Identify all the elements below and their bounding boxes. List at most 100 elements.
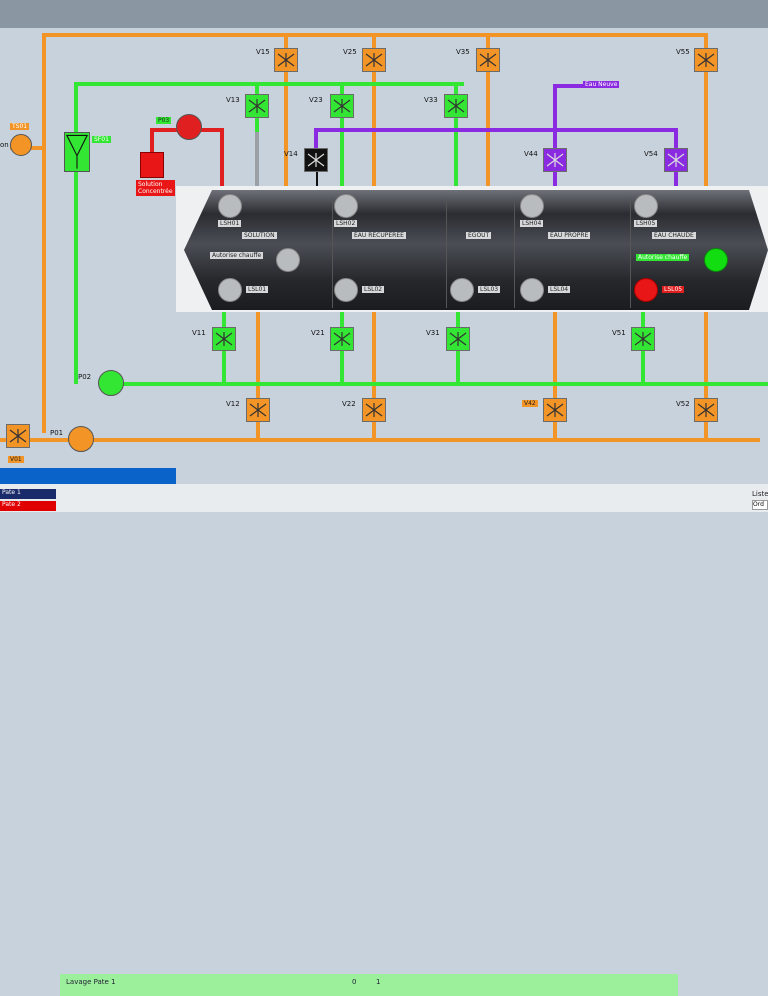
valve-v25-label: V25 [343,48,357,56]
valve-v33[interactable] [444,94,468,118]
valve-v15[interactable] [274,48,298,72]
valve-v54[interactable] [664,148,688,172]
pump-p01-label: P01 [50,429,64,437]
eau-neuve-label: Eau Neuve [583,81,620,88]
orange-v42-drop [553,312,557,440]
lavage-val2: 1 [376,978,381,986]
left-cut-label: on [0,141,9,149]
ts01-label: TS01 [10,123,30,130]
valve-v01-label: V01 [8,456,24,463]
green-top-header [74,82,464,86]
valve-v55[interactable] [694,48,718,72]
valve-v35[interactable] [476,48,500,72]
valve-v52[interactable] [694,398,718,422]
valve-v33-label: V33 [424,96,438,104]
lsl02-label: LSL02 [362,286,385,293]
lsh02-label: LSH02 [334,220,358,227]
lsl05-sensor [634,278,658,302]
lsl03-sensor [450,278,474,302]
valve-v13-label: V13 [226,96,240,104]
lsl04-sensor [520,278,544,302]
lavage-panel: Lavage Pate 1 0 1 [60,974,678,996]
valve-v55-label: V55 [676,48,690,56]
section-eau-chaude: EAU CHAUDE [652,232,696,239]
lsl01-label: LSL01 [246,286,269,293]
purple-inlet [553,84,583,88]
bottom-panel: Pate 1 Pate 2 Lavage Pate 1 0 1 Liste A … [0,484,768,996]
pump-p03-label: P03 [156,117,172,124]
lsl01-sensor [218,278,242,302]
lsh02-sensor [334,194,358,218]
red-tank-riser [150,128,154,154]
section-egout: EGOUT [466,232,492,239]
lsh01-sensor [218,194,242,218]
orange-v15-drop [284,33,288,188]
valve-v11[interactable] [212,327,236,351]
pump-p02[interactable] [98,370,124,396]
valve-v52-label: V52 [676,400,690,408]
lsl02-sensor [334,278,358,302]
valve-v21[interactable] [330,327,354,351]
valve-v44-label: V44 [524,150,538,158]
solution-concentree-tank[interactable] [140,152,164,178]
heater-5-indicator [704,248,728,272]
valve-v42-label: V42 [522,400,538,407]
green-left-lower [74,172,78,384]
valve-v13[interactable] [245,94,269,118]
valve-v25[interactable] [362,48,386,72]
purple-v14-drop [314,128,318,158]
valve-v12-label: V12 [226,400,240,408]
autorise-chauffe-5-label: Autorise chauffe [636,254,690,261]
lsh04-sensor [520,194,544,218]
valve-v15-label: V15 [256,48,270,56]
tank-frame: LSH01 LSH02 LSH04 LSH05 SOLUTION EAU REC… [176,186,768,312]
orange-v52-drop [704,312,708,440]
liste-select[interactable]: Ord [752,500,768,510]
purple-header [314,128,678,132]
green-left-riser [74,82,78,152]
red-drop [220,128,224,188]
valve-v14-label: V14 [284,150,298,158]
valve-v22[interactable] [362,398,386,422]
valve-v14[interactable] [304,148,328,172]
lsh01-label: LSH01 [218,220,242,227]
green-bottom-header [110,382,768,386]
valve-v23-label: V23 [309,96,323,104]
orange-v22-drop [372,312,376,440]
green-v33-drop [454,82,458,188]
valve-v44[interactable] [543,148,567,172]
ts01-sensor [10,134,32,156]
tab-pate-1[interactable]: Pate 1 [0,489,56,499]
orange-v25-drop [372,33,376,188]
section-solution: SOLUTION [242,232,277,239]
valve-v23[interactable] [330,94,354,118]
status-banner [0,468,176,486]
section-eau-propre: EAU PROPRE [548,232,591,239]
lsh05-label: LSH05 [634,220,658,227]
pump-p02-label: P02 [78,373,92,381]
valve-v01[interactable] [6,424,30,448]
sf01-label: SF01 [92,136,111,143]
sf01-filter[interactable] [64,132,90,172]
valve-v31[interactable] [446,327,470,351]
valve-v31-label: V31 [426,329,440,337]
lavage-val1: 0 [352,978,357,986]
orange-bottom-header [0,438,760,442]
valve-v42[interactable] [543,398,567,422]
orange-v55-drop [704,33,708,188]
liste-label: Liste A [752,490,768,498]
lsh04-label: LSH04 [520,220,544,227]
solution-concentree-label: Solution Concentrée [136,180,175,196]
autorise-chauffe-1-label: Autorise chauffe [210,252,264,259]
lsl03-label: LSL03 [478,286,501,293]
lsl04-label: LSL04 [548,286,571,293]
tab-pate-2[interactable]: Pate 2 [0,501,56,511]
synoptic-screen: LSH01 LSH02 LSH04 LSH05 SOLUTION EAU REC… [0,28,768,484]
valve-v51[interactable] [631,327,655,351]
pump-p01[interactable] [68,426,94,452]
orange-v35-drop [486,33,490,188]
black-v14-drop [316,158,318,188]
pump-p03[interactable] [176,114,202,140]
valve-v51-label: V51 [612,329,626,337]
valve-v12[interactable] [246,398,270,422]
